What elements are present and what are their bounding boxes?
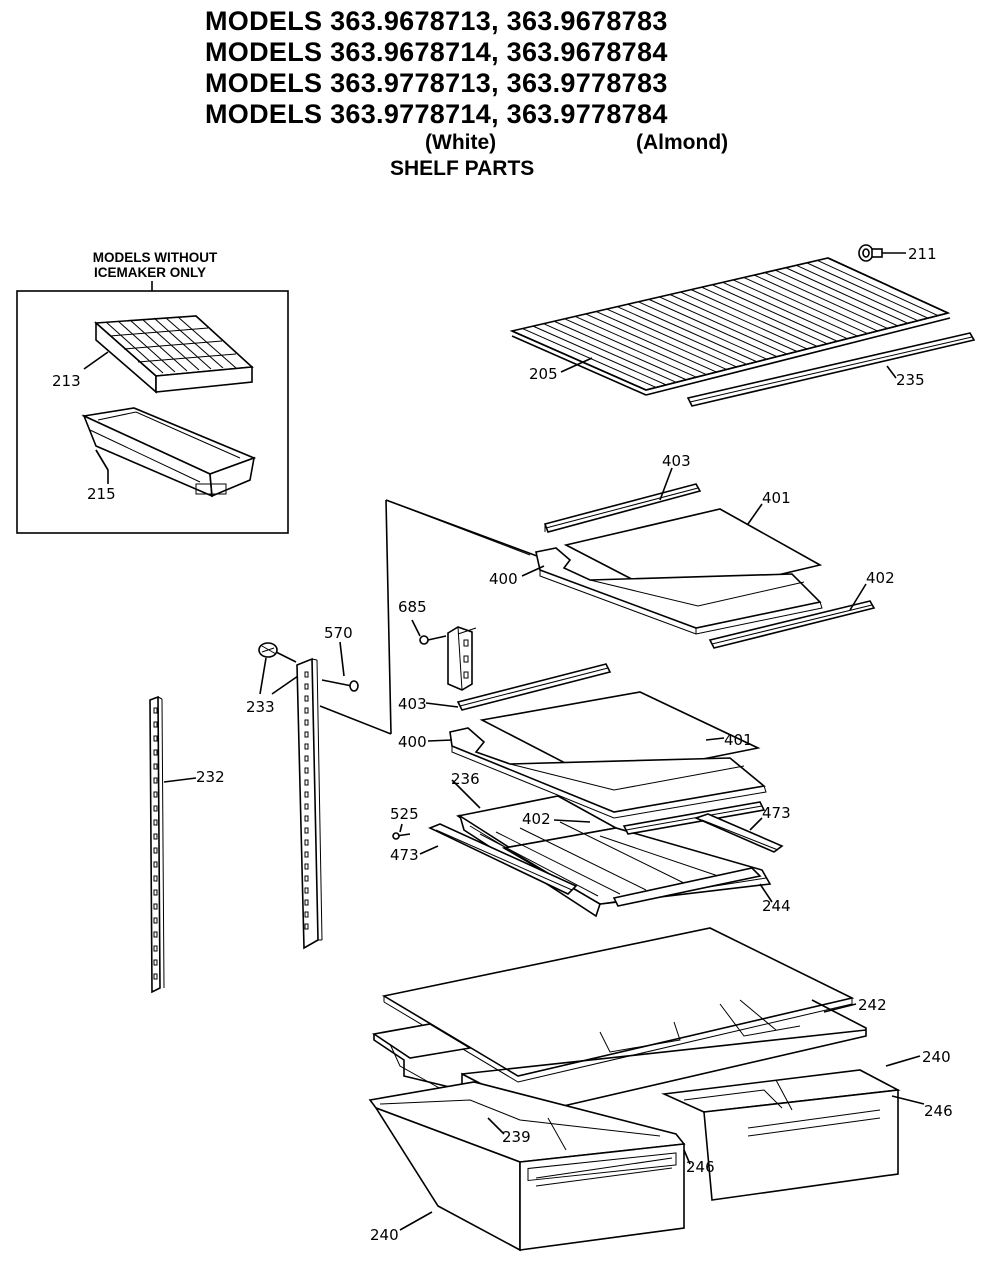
callout-236: 236 [451, 770, 480, 788]
crisper-pan-left-240 [368, 1081, 686, 1252]
callout-402-upper: 402 [866, 569, 895, 587]
callout-242: 242 [858, 996, 887, 1014]
callout-401-lower: 401 [724, 731, 753, 749]
callout-570: 570 [324, 624, 353, 642]
inset-frame [16, 290, 289, 534]
callout-205: 205 [529, 365, 558, 383]
callout-232: 232 [196, 768, 225, 786]
model-line-2: MODELS 363.9678714, 363.9678784 [205, 37, 668, 67]
shelf-bracket [447, 626, 477, 691]
callout-403-upper: 403 [662, 452, 691, 470]
callout-525: 525 [390, 805, 419, 823]
crisper-pan-right-240 [661, 1069, 901, 1201]
callout-400-upper: 400 [489, 570, 518, 588]
inset-box: MODELS WITHOUT ICEMAKER ONLY 213 [16, 250, 289, 534]
callout-215: 215 [87, 485, 116, 503]
glass-shelf-upper [535, 483, 876, 649]
callout-235: 235 [896, 371, 925, 389]
callout-213: 213 [52, 372, 81, 390]
clip-233 [258, 642, 297, 663]
callout-211: 211 [908, 245, 937, 263]
screw-570 [321, 679, 359, 692]
model-line-3: MODELS 363.9778713, 363.9778783 [205, 68, 668, 98]
wire-shelf-205 [509, 257, 951, 396]
glass-shelf-lower [449, 663, 767, 819]
crisper-cover-242 [381, 927, 855, 1083]
callout-240-left: 240 [370, 1226, 399, 1244]
callout-403-lower: 403 [398, 695, 427, 713]
callout-240-right: 240 [922, 1048, 951, 1066]
ice-bin-215 [81, 407, 257, 498]
crisper-frame [371, 999, 867, 1118]
screw-211 [858, 244, 906, 262]
callout-401-upper: 401 [762, 489, 791, 507]
shelf-trim-235 [686, 332, 976, 407]
model-line-1: MODELS 363.9678713, 363.9678783 [205, 6, 668, 36]
callout-244: 244 [762, 897, 791, 915]
slide-rail-473-left [428, 823, 578, 895]
ladder-rail-232 [149, 695, 165, 994]
callout-246-right: 246 [924, 1102, 953, 1120]
model-line-4: MODELS 363.9778714, 363.9778784 [205, 99, 668, 129]
inset-title-line1: MODELS WITHOUT [93, 250, 218, 265]
ladder-rail-center [296, 657, 323, 950]
color-almond-label: (Almond) [636, 131, 729, 154]
color-white-label: (White) [425, 131, 497, 154]
inset-title-line2: ICEMAKER ONLY [94, 265, 206, 280]
callout-402-lower: 402 [522, 810, 551, 828]
callout-473-left: 473 [390, 846, 419, 864]
callout-400-lower: 400 [398, 733, 427, 751]
section-title: SHELF PARTS [390, 157, 535, 180]
slide-rail-473-right [693, 813, 784, 853]
screw-525 [392, 832, 411, 840]
callout-685: 685 [398, 598, 427, 616]
ice-tray-213 [94, 315, 254, 394]
screw-685 [419, 635, 447, 645]
callout-233: 233 [246, 698, 275, 716]
callout-239: 239 [502, 1128, 531, 1146]
callout-473-right: 473 [762, 804, 791, 822]
callout-246-left: 246 [686, 1158, 715, 1176]
